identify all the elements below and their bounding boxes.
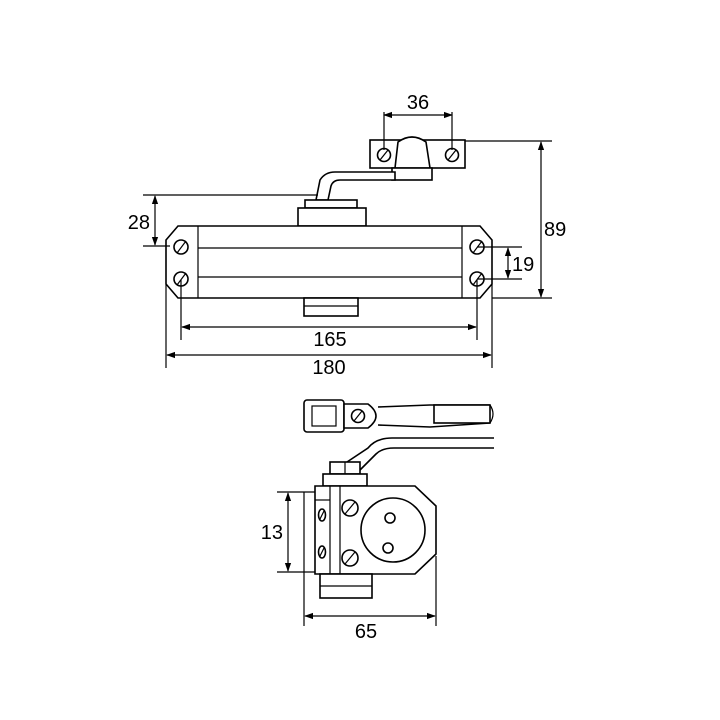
dim-label-65: 65: [355, 621, 377, 643]
side-body: [314, 485, 437, 599]
side-arm: [303, 399, 494, 471]
dim-overall-height: 89: [465, 140, 566, 299]
side-screw-left-bottom-icon: [317, 545, 327, 559]
side-screw-top-icon: [341, 499, 359, 517]
dim-label-13: 13: [261, 522, 283, 544]
dim-arm-offset: 28: [128, 194, 318, 247]
dim-label-165: 165: [313, 329, 346, 351]
front-view: 36 89 28 19 165: [128, 92, 567, 379]
side-screw-left-top-icon: [317, 508, 327, 522]
dim-hole-spacing-vertical: 19: [477, 246, 534, 280]
dim-label-28: 28: [128, 212, 150, 234]
dim-label-89: 89: [544, 219, 566, 241]
dim-label-19: 19: [512, 254, 534, 276]
arm-bracket: [369, 136, 466, 181]
dim-hole-spacing-horizontal: 165: [180, 280, 478, 351]
dim-bracket-width: 36: [383, 92, 453, 150]
closer-arm: [297, 171, 396, 227]
dim-side-depth: 65: [303, 492, 437, 643]
dim-label-180: 180: [312, 357, 345, 379]
dim-overall-length: 180: [165, 284, 493, 379]
dim-side-height: 13: [261, 491, 315, 573]
side-view: 13 65: [261, 399, 494, 643]
side-screw-bottom-icon: [341, 549, 359, 567]
dim-label-36: 36: [407, 92, 429, 114]
adjustment-disc-icon: [360, 497, 426, 563]
body-screw-top-left-icon: [173, 239, 189, 255]
pinion-nut: [322, 461, 368, 487]
closer-body: [165, 225, 493, 317]
